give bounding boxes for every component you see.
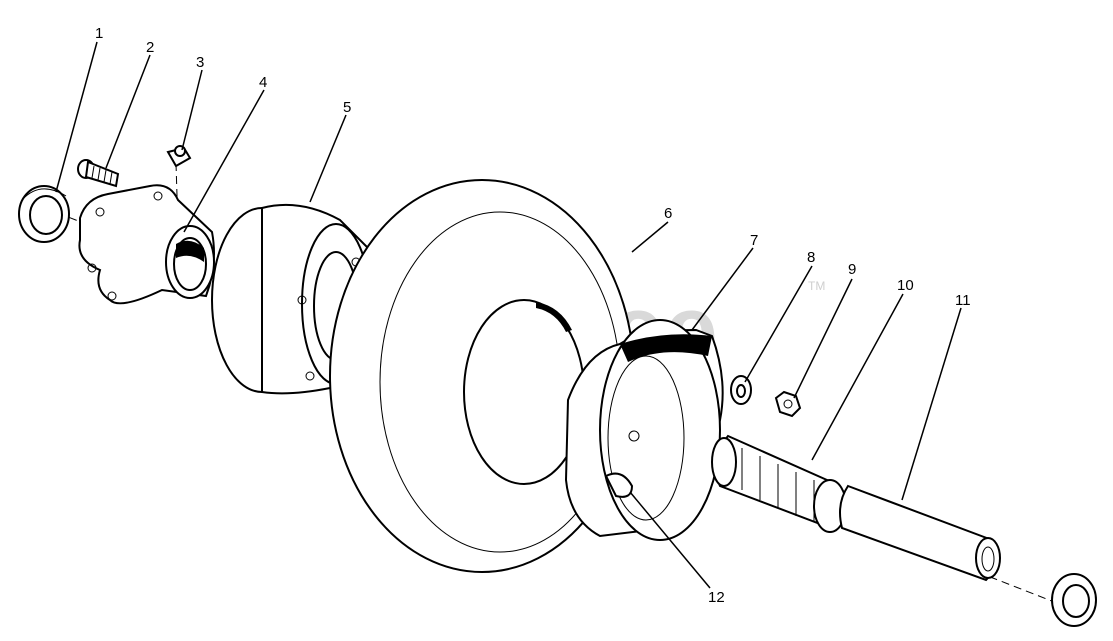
part-2-bolt: [77, 159, 120, 188]
part-8-washer: [730, 375, 752, 405]
callout-9: 9: [848, 261, 856, 278]
callout-3: 3: [196, 54, 204, 71]
callout-2: 2: [146, 39, 154, 56]
part-9-nut: [774, 390, 802, 418]
part-7-wheel-half: [564, 319, 724, 541]
callout-10: 10: [897, 277, 914, 294]
part-10-roller-bearing: [711, 434, 847, 533]
part-1-bearing: [18, 185, 70, 243]
part-4-hub: [78, 184, 215, 305]
bearing-right: [1051, 573, 1097, 627]
callout-4: 4: [259, 74, 267, 91]
leader-lines: [55, 41, 962, 589]
callout-11: 11: [955, 292, 971, 309]
callout-6: 6: [664, 205, 672, 222]
watermark-trademark: TM: [808, 279, 825, 293]
part-11-spacer-tube: [839, 484, 1001, 582]
callout-5: 5: [343, 99, 351, 116]
callout-12: 12: [708, 589, 725, 606]
callout-1: 1: [95, 25, 103, 42]
part-3-grease-fitting: [166, 145, 192, 168]
callout-8: 8: [807, 249, 815, 266]
part-5-wheel-half: [211, 203, 375, 395]
callout-7: 7: [750, 232, 758, 249]
callout-labels: 1 2 3 4 5 6 7 8 9 10 11 12: [95, 25, 971, 606]
